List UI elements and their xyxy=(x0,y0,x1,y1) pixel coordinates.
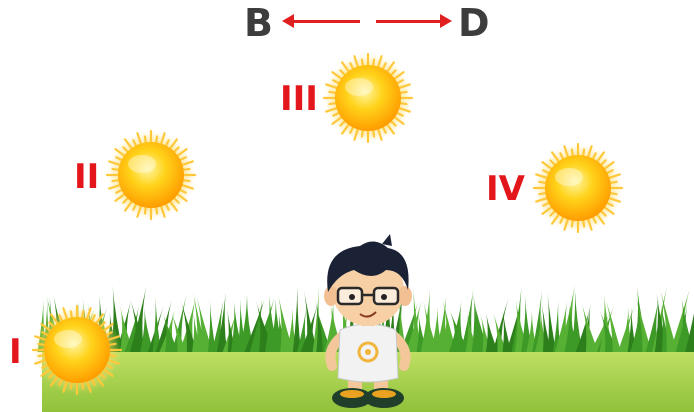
position-label-IV: IV xyxy=(486,169,525,209)
right-arrow xyxy=(376,14,454,28)
direction-label-right: D xyxy=(458,1,490,45)
left-arrow-shaft xyxy=(292,20,360,23)
left-arrow xyxy=(282,14,362,28)
position-label-II: II xyxy=(74,157,100,197)
sun-position-I xyxy=(31,304,123,396)
sun-position-III xyxy=(322,52,414,144)
direction-label-left: B xyxy=(244,1,273,45)
sun-position-II xyxy=(105,129,197,221)
left-arrowhead xyxy=(282,14,294,28)
child-character xyxy=(324,234,412,408)
right-arrowhead xyxy=(440,14,452,28)
position-label-I: I xyxy=(9,332,22,372)
right-arrow-shaft xyxy=(376,20,442,23)
sun-position-IV xyxy=(532,142,624,234)
position-label-III: III xyxy=(280,79,318,119)
